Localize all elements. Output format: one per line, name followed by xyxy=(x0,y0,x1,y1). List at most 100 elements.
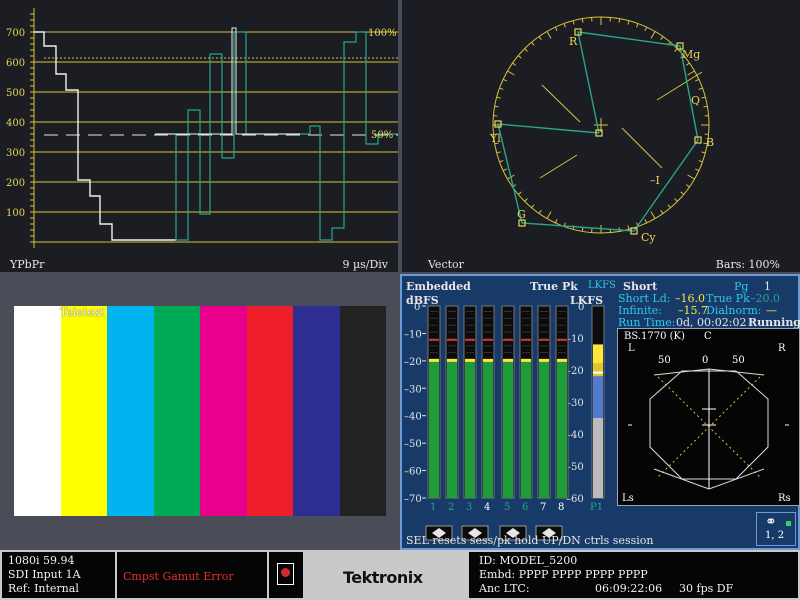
picture-tile[interactable]: Teletext xyxy=(0,276,398,548)
lkfs-label: LKFS xyxy=(570,294,604,307)
color-bar-5 xyxy=(200,306,247,516)
vector-circle-tick xyxy=(701,96,706,99)
brand-box: Tektronix xyxy=(305,552,465,598)
wave-pct-100: 100% xyxy=(368,28,397,39)
dbfs-scale-label: –30 xyxy=(404,384,422,395)
wave-tick-label: 100 xyxy=(6,208,25,219)
channel-level-marker xyxy=(557,358,567,362)
true-pk-value: –20.0 xyxy=(750,292,780,305)
vector-circle-tick xyxy=(496,151,501,154)
tektronix-logo: Tektronix xyxy=(343,568,423,587)
pg-label: Pg xyxy=(734,280,749,293)
vector-circle-tick xyxy=(581,227,584,232)
vector-circle-tick xyxy=(499,87,504,90)
audio-level-meters: 0–10–20–30–40–50–60–70 0–10–20–30–40–50–… xyxy=(404,302,605,541)
wave-tick-label: 700 xyxy=(6,28,25,39)
wave-tick-label: 500 xyxy=(6,88,25,99)
pair-indicator-icon xyxy=(499,525,527,541)
vector-circle-tick xyxy=(554,26,558,31)
color-bar-4 xyxy=(153,306,200,516)
wave-mode-label: YPbPr xyxy=(10,258,45,271)
headphone-indicator[interactable]: ⚭ 1, 2 xyxy=(756,512,796,546)
vector-bars-label: Bars: 100% xyxy=(715,258,780,271)
channel-level-marker xyxy=(539,358,549,362)
pair-indicator-icon xyxy=(535,525,563,541)
audio-tile[interactable]: Embedded dBFS True Pk LKFS LKFS Short Pg… xyxy=(400,274,800,550)
channel-label: 8 xyxy=(558,502,564,513)
channel-label: 3 xyxy=(466,502,472,513)
vector-circle-tick xyxy=(650,31,656,39)
reference: Ref: Internal xyxy=(8,582,79,595)
vector-circle-tick xyxy=(685,62,690,66)
color-bar-6 xyxy=(246,306,293,516)
vector-circle-tick xyxy=(627,225,630,230)
dbfs-scale-label: –60 xyxy=(404,467,422,478)
lkfs-scale-label: –20 xyxy=(566,366,584,377)
short-ld-label: Short Ld: xyxy=(618,292,671,305)
loudness-level-marker xyxy=(593,371,603,374)
vector-circle-tick xyxy=(703,142,708,145)
luma-trace xyxy=(34,31,176,241)
vector-circle-tick xyxy=(563,23,566,28)
p1-label: P1 xyxy=(590,502,603,513)
vector-circle-tick xyxy=(517,55,522,59)
vector-target-cy: Cy xyxy=(641,231,656,244)
wave-tick-label: 400 xyxy=(6,118,25,129)
vector-circle-tick xyxy=(502,78,507,82)
vector-circle-tick xyxy=(502,168,507,172)
vector-circle-tick xyxy=(618,18,621,23)
alarm-box[interactable] xyxy=(269,552,303,598)
lkfs-unit: LKFS xyxy=(588,280,616,291)
vector-circle-tick xyxy=(531,204,535,209)
dialnorm-value: — xyxy=(766,304,777,317)
vector-circle-tick xyxy=(680,191,685,195)
vector-circle-tick xyxy=(538,209,542,214)
channel-peak-marker xyxy=(521,338,531,341)
channel-meter-fill xyxy=(447,360,457,498)
lkfs-scale-label: –40 xyxy=(566,430,584,441)
lkfs-scale-label: –30 xyxy=(566,398,584,409)
vector-circle-tick xyxy=(685,184,690,188)
vector-target-mg: Mg xyxy=(682,48,700,61)
vector-circle-tick xyxy=(524,198,528,202)
vector-title: Vector xyxy=(428,258,464,271)
channel-label: 5 xyxy=(504,502,510,513)
vector-circle-tick xyxy=(687,70,695,76)
color-bars xyxy=(14,306,386,516)
vector-circle-tick xyxy=(636,23,639,28)
vector-circle-tick xyxy=(650,211,656,219)
dbfs-label: dBFS xyxy=(406,294,439,307)
channel-level-marker xyxy=(521,358,531,362)
infinite-label: Infinite: xyxy=(618,304,663,317)
channel-level-marker xyxy=(465,358,475,362)
signal-info-box: 1080i 59.94 SDI Input 1A Ref: Internal xyxy=(2,552,115,598)
vector-circle-tick xyxy=(627,20,630,25)
sound-tick-center: 0 xyxy=(702,355,708,366)
luma-mid-trace xyxy=(155,27,300,135)
vector-circle-tick xyxy=(660,36,664,41)
vector-circle-tick xyxy=(695,78,700,82)
vector-circle-tick xyxy=(546,211,552,219)
vector-circle-tick xyxy=(581,18,584,23)
error-box[interactable]: Cmpst Gamut Error xyxy=(117,552,267,598)
runtime-value: 0d, 00:02:02 xyxy=(676,316,747,329)
dbfs-scale-label: –50 xyxy=(404,439,422,450)
channel-level-marker xyxy=(447,358,457,362)
video-format: 1080i 59.94 xyxy=(8,554,75,567)
vector-circle-tick xyxy=(687,174,695,180)
channel-level-marker xyxy=(483,358,493,362)
color-bar-3 xyxy=(107,306,154,516)
vector-circle-tick xyxy=(644,219,648,224)
color-bar-2 xyxy=(60,306,107,516)
vector-target-i: –I xyxy=(650,174,660,187)
sound-r-label: R xyxy=(778,343,786,354)
vector-tile[interactable]: R Mg B Cy G Yl Q –I Vector Bars: 100% xyxy=(402,0,800,272)
channel-meter-fill xyxy=(521,360,531,498)
wave-pct-50: 50% xyxy=(371,130,393,141)
id-box: ID: MODEL_5200 Embd: PPPP PPPP PPPP PPPP… xyxy=(469,552,798,598)
pg-value: 1 xyxy=(764,280,771,293)
vector-circle-tick xyxy=(507,70,515,76)
status-bar: 1080i 59.94 SDI Input 1A Ref: Internal C… xyxy=(0,550,800,600)
